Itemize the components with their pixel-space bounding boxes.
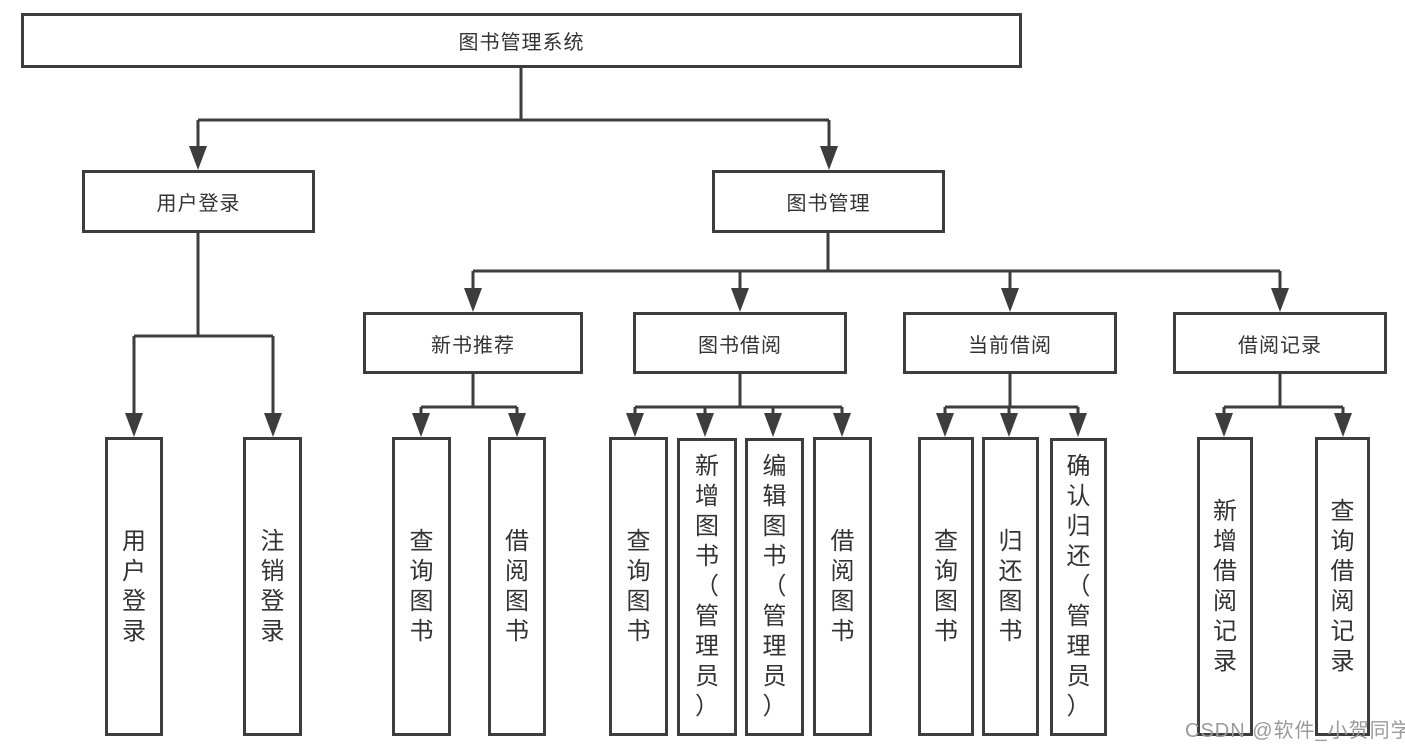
node-current-borrow-label: 当前借阅 bbox=[968, 334, 1052, 357]
node-borrow-record: 借阅记录 bbox=[1173, 312, 1387, 374]
node-user-login: 用户登录 bbox=[82, 170, 315, 233]
leaf-add-borrow-record-label: 新 增 借 阅 记 录 bbox=[1213, 497, 1237, 675]
leaf-borrow-book-label: 借 阅 图 书 bbox=[830, 527, 855, 645]
leaf-edit-book-admin: 编 辑 图 书 （ 管 理 员 ） bbox=[745, 438, 804, 736]
node-book-management: 图书管理 bbox=[712, 170, 945, 233]
leaf-add-book-admin-label: 新 增 图 书 （ 管 理 员 ） bbox=[695, 453, 719, 720]
leaf-edit-book-admin-label: 编 辑 图 书 （ 管 理 员 ） bbox=[762, 453, 787, 720]
leaf-borrow-book: 借 阅 图 书 bbox=[813, 437, 872, 736]
leaf-logout: 注 销 登 录 bbox=[243, 437, 302, 736]
node-root-library-system: 图书管理系统 bbox=[21, 13, 1022, 68]
leaf-add-book-admin: 新 增 图 书 （ 管 理 员 ） bbox=[677, 438, 737, 736]
node-new-book-recommend-label: 新书推荐 bbox=[431, 334, 515, 357]
leaf-user-login: 用 户 登 录 bbox=[105, 437, 163, 736]
leaf-query-book-borrow: 查 询 图 书 bbox=[609, 437, 668, 736]
leaf-borrow-book-recommend: 借 阅 图 书 bbox=[488, 437, 546, 736]
node-borrow-record-label: 借阅记录 bbox=[1238, 334, 1322, 357]
node-book-management-label: 图书管理 bbox=[786, 193, 871, 215]
node-new-book-recommend: 新书推荐 bbox=[363, 312, 583, 374]
leaf-borrow-book-recommend-label: 借 阅 图 书 bbox=[505, 527, 529, 645]
leaf-query-book-recommend: 查 询 图 书 bbox=[392, 437, 451, 736]
leaf-query-book-borrow-label: 查 询 图 书 bbox=[626, 527, 651, 645]
leaf-return-book: 归 还 图 书 bbox=[982, 437, 1039, 736]
leaf-confirm-return-admin: 确 认 归 还 （ 管 理 员 ） bbox=[1050, 438, 1107, 736]
leaf-user-login-label: 用 户 登 录 bbox=[122, 527, 146, 645]
leaf-query-book-recommend-label: 查 询 图 书 bbox=[409, 527, 434, 645]
node-book-borrow: 图书借阅 bbox=[633, 312, 847, 374]
node-user-login-label: 用户登录 bbox=[156, 193, 241, 215]
csdn-watermark: CSDN @软件_小贺同学 bbox=[1185, 720, 1405, 742]
node-book-borrow-label: 图书借阅 bbox=[698, 334, 782, 357]
node-current-borrow: 当前借阅 bbox=[903, 312, 1117, 374]
leaf-confirm-return-admin-label: 确 认 归 还 （ 管 理 员 ） bbox=[1066, 453, 1091, 720]
leaf-query-book-current: 查 询 图 书 bbox=[918, 437, 974, 736]
leaf-add-borrow-record: 新 增 借 阅 记 录 bbox=[1197, 437, 1253, 736]
leaf-query-book-current-label: 查 询 图 书 bbox=[934, 527, 958, 645]
arrowheads bbox=[125, 146, 1352, 437]
leaf-return-book-label: 归 还 图 书 bbox=[998, 527, 1023, 645]
leaf-query-borrow-record: 查 询 借 阅 记 录 bbox=[1315, 437, 1370, 736]
leaf-logout-label: 注 销 登 录 bbox=[260, 527, 285, 645]
leaf-query-borrow-record-label: 查 询 借 阅 记 录 bbox=[1330, 497, 1355, 675]
node-root-label: 图书管理系统 bbox=[458, 32, 585, 54]
